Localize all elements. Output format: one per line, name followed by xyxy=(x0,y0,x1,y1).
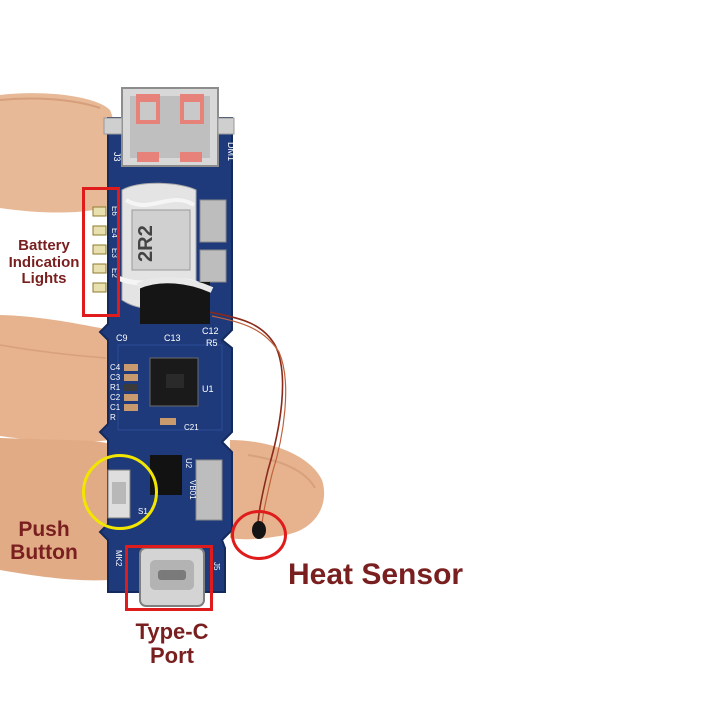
silk-c12: C12 xyxy=(202,326,219,336)
push-label-line-2: Button xyxy=(10,541,78,565)
push-button-highlight xyxy=(82,454,158,530)
mosfet-chip xyxy=(136,277,214,324)
silk-j3: J3 xyxy=(112,152,122,162)
silk-c9: C9 xyxy=(116,333,128,343)
silk-c21: C21 xyxy=(184,423,199,432)
silk-u1: U1 xyxy=(202,384,214,394)
silk-r5: R5 xyxy=(206,338,218,348)
heat-sensor-highlight xyxy=(231,510,287,560)
silk-e2: E2 xyxy=(110,268,119,278)
silk-j5: J5 xyxy=(212,562,221,571)
silk-c13: C13 xyxy=(164,333,181,343)
silk-dm1: DM1 xyxy=(226,142,236,161)
heat-sensor-label: Heat Sensor xyxy=(288,558,464,591)
silk-c1: C1 xyxy=(110,403,121,412)
fingers xyxy=(0,93,325,581)
silk-c2: C2 xyxy=(110,393,121,402)
silk-e4: E4 xyxy=(110,228,119,238)
battery-label-line-3: Lights xyxy=(21,270,67,287)
battery-label-line-1: Battery xyxy=(18,237,70,254)
usb-c-port xyxy=(139,547,205,607)
silk-c4: C4 xyxy=(110,363,121,372)
silk-r1: R1 xyxy=(110,383,121,392)
inductor-tape xyxy=(117,182,227,310)
typec-label-line-1: Type-C xyxy=(135,619,209,644)
typec-label-line-2: Port xyxy=(150,643,194,669)
silk-e1: E1 xyxy=(92,297,103,307)
silk-2r2: 2R2 xyxy=(135,225,157,262)
usb-a-port xyxy=(103,87,235,167)
silk-mk2: MK2 xyxy=(114,550,123,567)
typec-port-highlight xyxy=(125,545,213,611)
silk-c3: C3 xyxy=(110,373,121,382)
silk-vb01: VB01 xyxy=(188,480,197,500)
typec-port-label: Type-C Port xyxy=(112,619,232,669)
battery-label-line-2: Indication xyxy=(8,253,80,271)
push-label-line-1: Push xyxy=(18,518,70,541)
smd-components xyxy=(124,364,176,425)
push-button-label: Push Button xyxy=(0,518,88,564)
main-ic xyxy=(149,357,199,407)
battery-lights-highlight xyxy=(82,187,120,317)
silk-r: R xyxy=(110,413,116,422)
silk-e6: E6 xyxy=(110,206,119,216)
silk-e3: E3 xyxy=(110,248,119,258)
led-column xyxy=(92,206,107,293)
battery-indication-lights-label: Battery Indication Lights xyxy=(0,237,88,288)
silk-u2: U2 xyxy=(184,458,193,469)
